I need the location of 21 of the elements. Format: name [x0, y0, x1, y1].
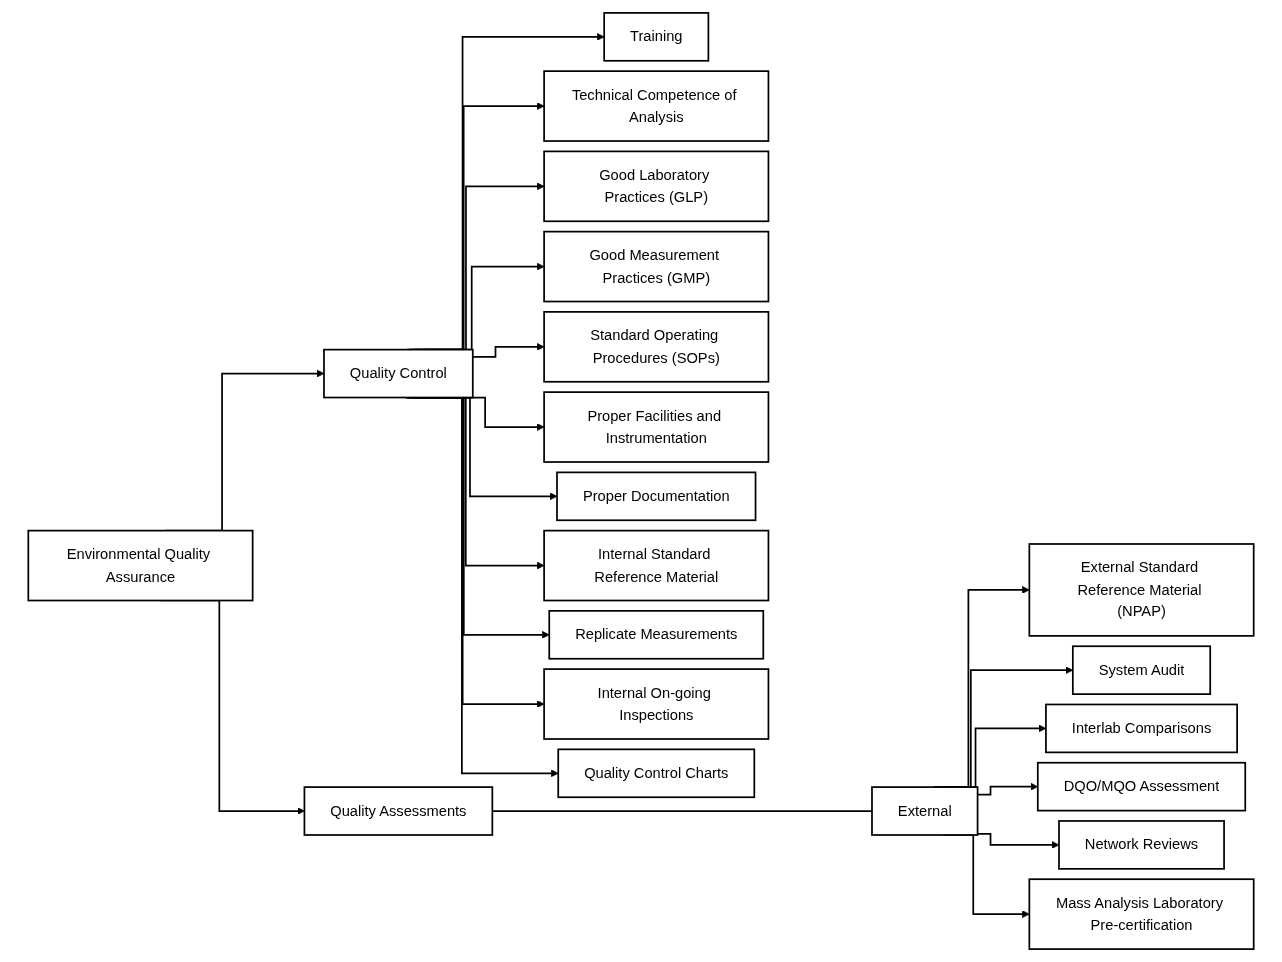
node-box: Training [603, 12, 710, 62]
node-box: Good Laboratory Practices (GLP) [543, 150, 770, 223]
node-box: Environmental Quality Assurance [27, 529, 254, 602]
node-box: Internal On-going Inspections [543, 668, 770, 740]
node-box: Standard Operating Procedures (SOPs) [543, 311, 770, 383]
node-box: System Audit [1071, 645, 1212, 695]
node-box: Quality Control [323, 348, 474, 399]
node-box: Internal Standard Reference Material [543, 529, 770, 602]
node-box: Replicate Measurements [548, 610, 765, 660]
node-box: Network Reviews [1058, 820, 1225, 870]
node-box: External [871, 786, 979, 836]
node-box: External Standard Reference Material (NPAP) [1028, 543, 1255, 637]
node-box: Technical Competence of Analysis [543, 70, 770, 142]
node-box: Interlab Comparisons [1045, 703, 1238, 754]
node-box: Quality Assessments [303, 786, 494, 836]
node-box: Good Measurement Practices (GMP) [543, 230, 770, 303]
node-box: DQO/MQO Assessment [1036, 761, 1247, 812]
node-box: Mass Analysis Laboratory Pre-certification [1028, 878, 1255, 950]
node-box: Proper Documentation [556, 471, 757, 522]
node-box: Proper Facilities and Instrumentation [543, 391, 770, 463]
node-box: Quality Control Charts [557, 748, 756, 799]
